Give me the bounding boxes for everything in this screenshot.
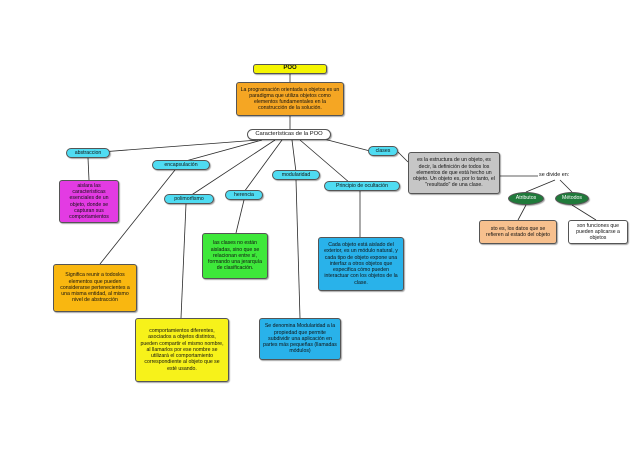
link-layer xyxy=(87,74,597,319)
connector-attributes-to-desc xyxy=(517,204,527,221)
polymorphism-node: polimorfismo xyxy=(164,194,214,204)
concealment-description-text: Cada objeto está aislado del exterior, e… xyxy=(324,242,398,286)
connector-encapsulation-to-desc xyxy=(99,169,176,265)
connector-characteristics-to-polymorphism xyxy=(189,139,276,197)
divides-into-label: se divide en: xyxy=(538,172,571,178)
modularity-description-node: Se denomina Modularidad a la propiedad q… xyxy=(259,318,341,360)
methods-node: Métodos xyxy=(555,192,589,205)
definition-text: La programación orientada a objetos es u… xyxy=(240,86,340,112)
inheritance-description-text: las clases no están aisladas, sino que s… xyxy=(208,240,262,272)
classes-description-text: es la estructura de un objeto, es decir,… xyxy=(413,157,495,189)
encapsulation-text: encapsulación xyxy=(164,161,198,168)
connector-methods-to-desc xyxy=(571,204,597,221)
connector-characteristics-to-modularity xyxy=(291,139,297,173)
methods-text: Métodos xyxy=(562,195,582,202)
concealment-description-node: Cada objeto está aislado del exterior, e… xyxy=(318,237,404,291)
connector-divides-to-attributes xyxy=(525,179,556,193)
methods-description-node: son funciones que pueden aplicarse a obj… xyxy=(568,220,628,244)
concealment-principle-text: Principio de ocultación xyxy=(336,182,388,189)
definition-node: La programación orientada a objetos es u… xyxy=(236,82,344,116)
polymorphism-description-node: comportamientos diferentes, asociados a … xyxy=(135,318,229,382)
connector-characteristics-to-classes xyxy=(319,137,371,152)
connector-inheritance-to-desc xyxy=(235,199,245,234)
attributes-node: Atributos xyxy=(508,192,544,205)
modularity-text: modularidad xyxy=(281,171,311,178)
concealment-principle-node: Principio de ocultación xyxy=(324,181,400,191)
connector-modularity-to-desc xyxy=(295,179,301,319)
connector-characteristics-to-encapsulation xyxy=(181,139,263,163)
modularity-description-text: Se denomina Modularidad a la propiedad q… xyxy=(263,323,337,355)
encapsulation-description-node: Significa reunir a todoslos elementos qu… xyxy=(53,264,137,312)
connector-polymorphism-to-desc xyxy=(180,203,187,319)
attributes-description-text: sto es, los datos que se refieren al est… xyxy=(485,225,551,238)
connector-characteristics-to-inheritance xyxy=(243,139,283,193)
connector-characteristics-to-abstraction xyxy=(87,139,259,154)
abstraction-description-text: aislara las caracteristicas esenciales d… xyxy=(69,182,109,220)
characteristics-node: Características de la POO xyxy=(247,129,331,140)
connector-characteristics-to-concealment xyxy=(299,139,351,184)
attributes-text: Atributos xyxy=(515,195,537,202)
classes-text: clases xyxy=(375,147,391,154)
encapsulation-node: encapsulación xyxy=(152,160,210,170)
inheritance-text: herencia xyxy=(234,191,254,198)
connector-classes-to-desc xyxy=(397,151,409,163)
attributes-description-node: sto es, los datos que se refieren al est… xyxy=(479,220,557,244)
encapsulation-description-text: Significa reunir a todoslos elementos qu… xyxy=(60,272,130,304)
characteristics-text: Características de la POO xyxy=(255,131,323,138)
inheritance-node: herencia xyxy=(225,190,263,200)
connector-abstraction-to-desc xyxy=(87,157,90,181)
classes-description-node: es la estructura de un objeto, es decir,… xyxy=(408,152,500,194)
abstraction-description-node: aislara las caracteristicas esenciales d… xyxy=(59,180,119,223)
abstraction-node: abstraccion xyxy=(66,148,110,158)
methods-description-text: son funciones que pueden aplicarse a obj… xyxy=(576,222,620,242)
polymorphism-description-text: comportamientos diferentes, asociados a … xyxy=(140,328,224,372)
title-node: POO xyxy=(253,64,327,74)
abstraction-text: abstraccion xyxy=(74,149,102,156)
modularity-node: modularidad xyxy=(272,170,320,180)
inheritance-description-node: las clases no están aisladas, sino que s… xyxy=(202,233,268,279)
title-text: POO xyxy=(283,65,297,72)
connector-divides-to-methods xyxy=(559,179,573,193)
polymorphism-text: polimorfismo xyxy=(174,195,204,202)
classes-node: clases xyxy=(368,146,398,156)
